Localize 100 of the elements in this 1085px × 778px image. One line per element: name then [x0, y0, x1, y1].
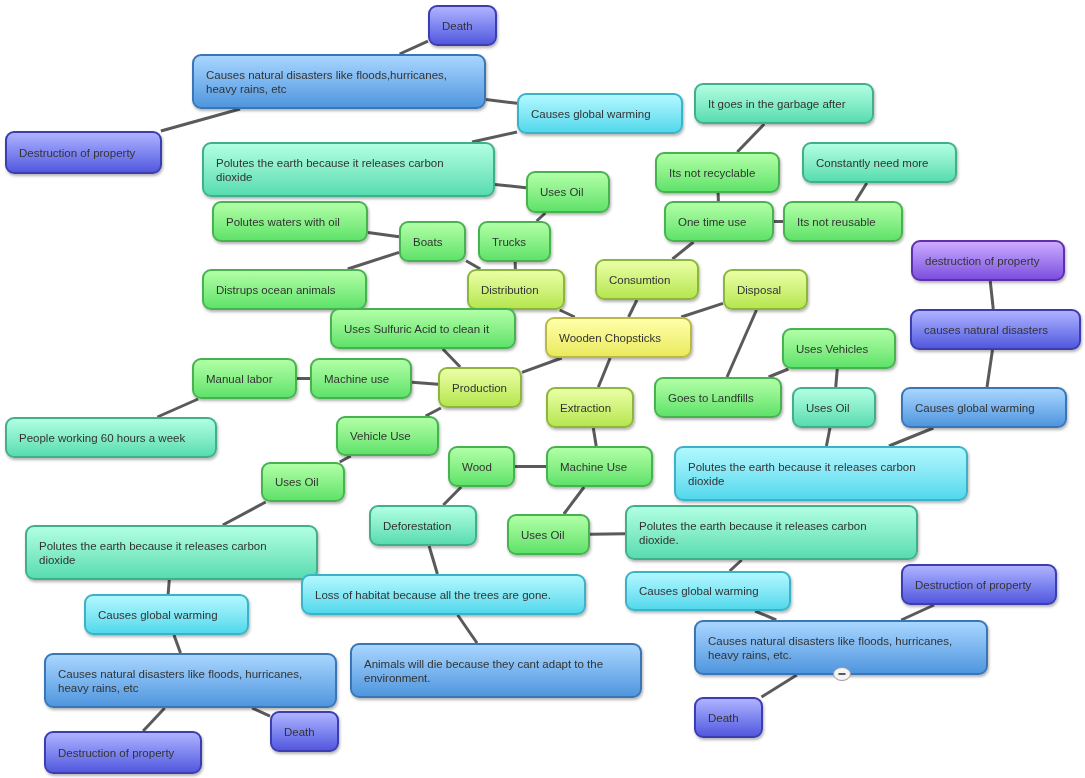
topic-box — [84, 594, 249, 635]
topic-label: Manual labor — [206, 371, 273, 386]
topic-box — [910, 309, 1081, 350]
topic-label: Death — [708, 710, 739, 725]
topic-box — [625, 571, 791, 611]
connector-line — [559, 308, 576, 319]
connector-line — [297, 377, 310, 380]
topic-box — [301, 574, 586, 615]
connector-line — [671, 240, 695, 261]
topic-box — [261, 462, 345, 502]
topic-label: Polutes the earth because it releases carbon dioxide — [216, 155, 445, 184]
connector-line — [725, 309, 758, 378]
topic-box — [438, 367, 522, 408]
topic-label: Death — [442, 18, 473, 33]
topic-box — [545, 317, 692, 358]
topic-box — [694, 697, 763, 738]
topic-box — [655, 152, 780, 193]
topic-label: Destruction of property — [915, 577, 1032, 592]
connector-line — [834, 368, 839, 388]
topic-box — [25, 525, 318, 580]
topic-label: causes natural disasters — [924, 322, 1048, 337]
connector-line — [774, 220, 783, 223]
topic-label: One time use — [678, 214, 747, 229]
connector-line — [988, 280, 995, 310]
topic-label: Destruction of property — [58, 745, 175, 760]
connector-line — [521, 356, 563, 374]
topic-label: Its not recyclable — [669, 165, 756, 180]
topic-box — [546, 387, 634, 428]
topic-box — [625, 505, 918, 560]
topic-box — [330, 308, 516, 349]
connector-line — [515, 465, 546, 468]
connector-line — [760, 673, 798, 699]
connector-line — [596, 357, 612, 388]
connector-line — [465, 259, 482, 271]
topic-box — [802, 142, 957, 183]
topic-box — [5, 417, 217, 458]
topic-box — [336, 416, 439, 456]
topic-box — [270, 711, 339, 752]
connector-line — [680, 301, 724, 319]
topic-label: Distribution — [481, 282, 539, 297]
topic-label: Vehicle Use — [350, 429, 411, 443]
topic-label: destruction of property — [925, 253, 1040, 268]
topic-label: Boats — [413, 234, 443, 249]
topic-label: Uses Oil — [806, 400, 850, 415]
topic-box — [350, 643, 642, 698]
topic-label: Uses Oil — [521, 527, 565, 542]
connector-line — [728, 558, 743, 573]
topic-box — [674, 446, 968, 501]
connector-line — [754, 609, 777, 622]
connector-line — [339, 454, 352, 464]
topic-box — [448, 446, 515, 487]
topic-box — [783, 201, 903, 242]
topic-label: Polutes the earth because it releases carbon dioxide. — [639, 518, 868, 547]
topic-label: Distrups ocean animals — [216, 282, 336, 297]
connector-line — [627, 299, 639, 318]
connector-line — [442, 485, 463, 507]
topic-box — [428, 5, 497, 46]
topic-box — [44, 653, 337, 708]
topic-label: Polutes the earth because it releases carbon dioxide — [688, 459, 917, 488]
connector-line — [172, 634, 182, 654]
topic-box — [911, 240, 1065, 281]
connector-line — [456, 614, 479, 644]
connector-line — [142, 706, 166, 733]
connector-line — [591, 427, 598, 447]
connector-line — [399, 39, 429, 56]
connector-line — [222, 500, 267, 527]
topic-box — [901, 564, 1057, 605]
topic-box — [310, 358, 412, 399]
connector-line — [590, 532, 625, 536]
topic-label: Uses Vehicles — [796, 341, 869, 356]
topic-box — [202, 269, 367, 310]
topic-label: Disposal — [737, 282, 782, 297]
topic-box — [792, 387, 876, 428]
topic-label: Causes global warming — [531, 106, 651, 121]
connector-line — [854, 182, 869, 202]
topic-box — [517, 93, 683, 134]
connector-line — [535, 211, 547, 223]
topic-label: Causes global warming — [639, 584, 759, 598]
topic-label: Machine Use — [560, 459, 628, 474]
connector-line — [166, 579, 171, 595]
connector-line — [985, 349, 994, 388]
connector-line — [824, 427, 832, 447]
topic-box — [202, 142, 495, 197]
connector-line — [160, 107, 241, 133]
topic-box — [507, 514, 590, 555]
topic-label: Uses Oil — [540, 185, 584, 199]
topic-label: Loss of habitat because all the trees are gone. — [315, 587, 551, 602]
topic-label: Consumtion — [609, 272, 671, 287]
topic-label: Uses Oil — [275, 475, 319, 489]
topic-box — [694, 83, 874, 124]
topic-label: Polutes waters with oil — [226, 214, 340, 229]
topic-label: Machine use — [324, 371, 390, 386]
topic-label: Its not reusable — [797, 214, 876, 229]
topic-label: Destruction of property — [19, 145, 136, 160]
topic-label: Causes natural disasters like floods, hurricanes, heavy rains, etc — [58, 666, 304, 695]
topic-box — [467, 269, 565, 310]
topic-label: Goes to Landfills — [668, 390, 754, 405]
topic-box — [654, 377, 782, 418]
connector-line — [768, 367, 789, 379]
connector-line — [513, 261, 517, 270]
